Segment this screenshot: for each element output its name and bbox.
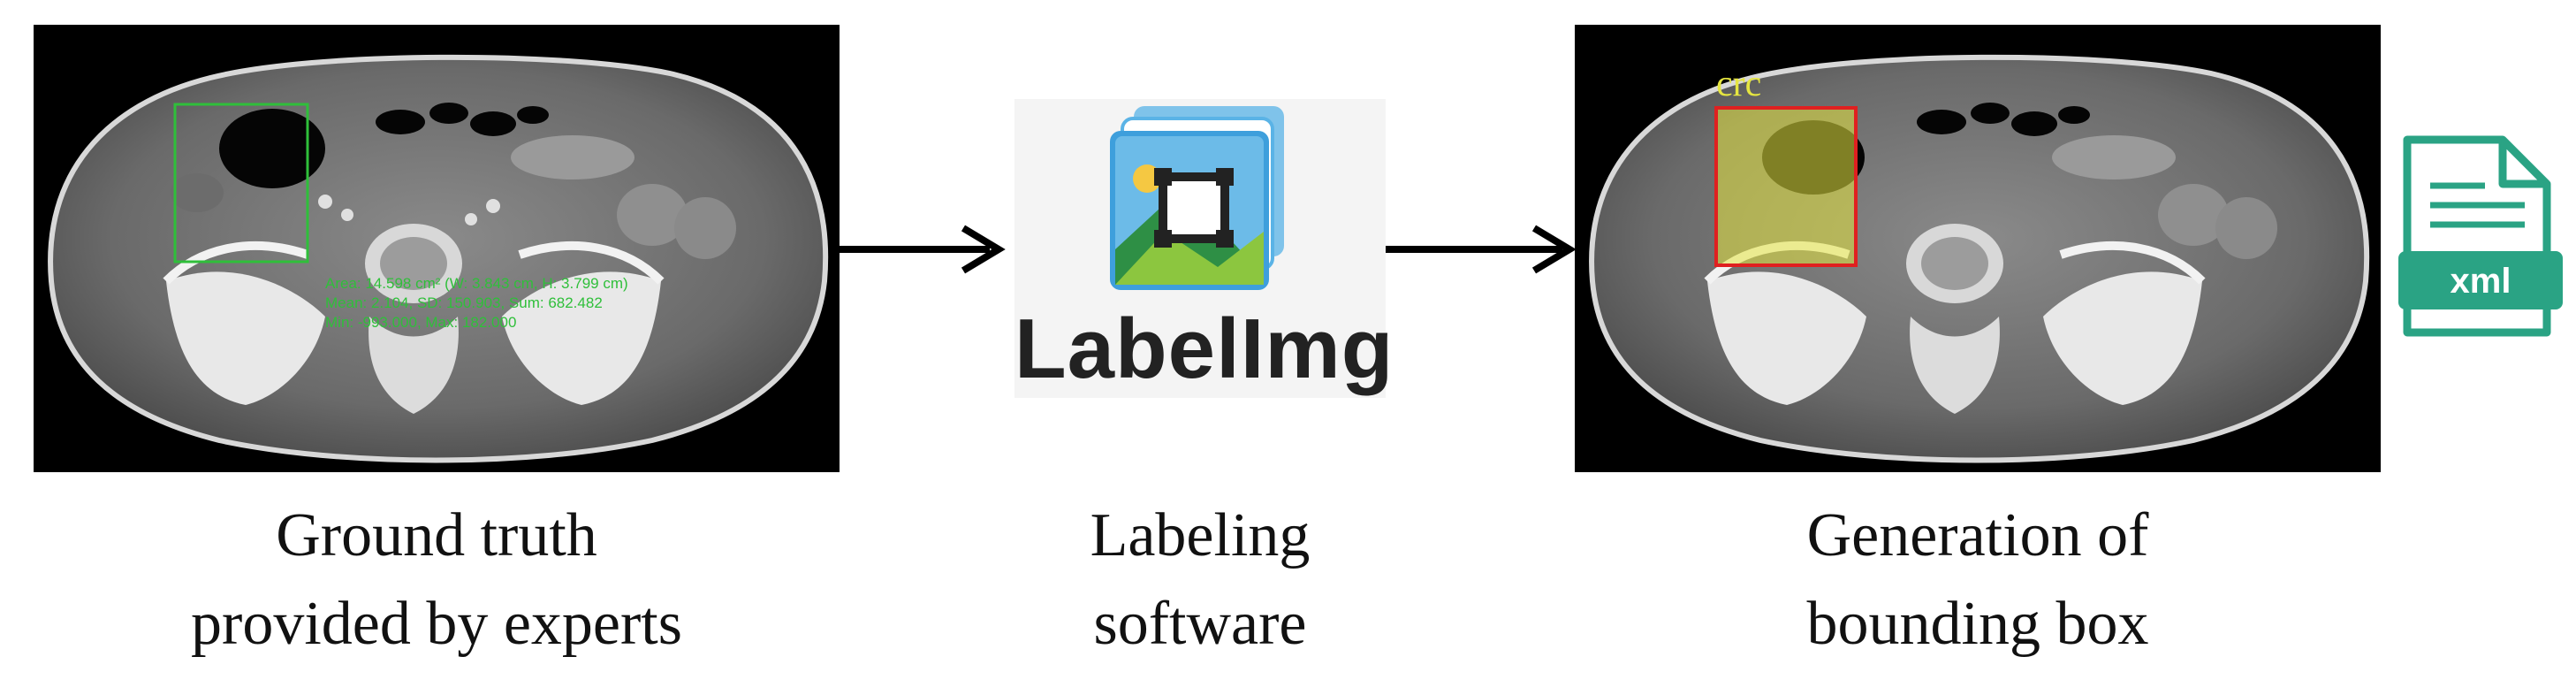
caption-labeling-line-1: Labeling xyxy=(1090,501,1311,569)
ct-scan-graphic xyxy=(1589,54,2370,463)
arrow-right-icon xyxy=(1386,225,1577,274)
caption-bounding-box: Generation of bounding box xyxy=(1575,492,2381,668)
labelimg-wordmark: LabelImg xyxy=(1014,302,1394,396)
generated-bounding-box xyxy=(1714,106,1858,267)
measurement-line-3: Min: -993.000, Max: 182.000 xyxy=(325,314,517,331)
arrow-right-icon xyxy=(840,225,1006,274)
caption-labeling-line-2: software xyxy=(1093,590,1307,658)
xml-file-label: xml xyxy=(2450,262,2511,301)
caption-bounding-box-line-2: bounding box xyxy=(1806,590,2149,658)
ct-image-ground-truth: Area: 14.598 cm² (W: 3.843 cm, H: 3.799 … xyxy=(34,25,840,472)
measurement-line-1: Area: 14.598 cm² (W: 3.843 cm, H: 3.799 … xyxy=(325,275,628,292)
caption-bounding-box-line-1: Generation of xyxy=(1806,501,2149,569)
xml-file-icon xyxy=(2398,135,2563,337)
ground-truth-box xyxy=(173,103,309,263)
ct-scan-graphic xyxy=(48,54,829,463)
measurement-text: Area: 14.598 cm² (W: 3.843 cm, H: 3.799 … xyxy=(325,274,628,332)
labelimg-logo: LabelImg xyxy=(1014,99,1394,398)
labelimg-photo-stack-icon xyxy=(1110,106,1284,290)
caption-ground-truth-line-1: Ground truth xyxy=(276,501,597,569)
caption-labeling-software: Labeling software xyxy=(1014,492,1386,668)
caption-ground-truth-line-2: provided by experts xyxy=(191,590,682,658)
caption-ground-truth: Ground truth provided by experts xyxy=(34,492,840,668)
measurement-line-2: Mean: 2.104, SD: 150.903, Sum: 682.482 xyxy=(325,294,603,311)
bounding-box-class-label: crc xyxy=(1716,64,1762,104)
ct-image-bounding-box: crc xyxy=(1575,25,2381,472)
